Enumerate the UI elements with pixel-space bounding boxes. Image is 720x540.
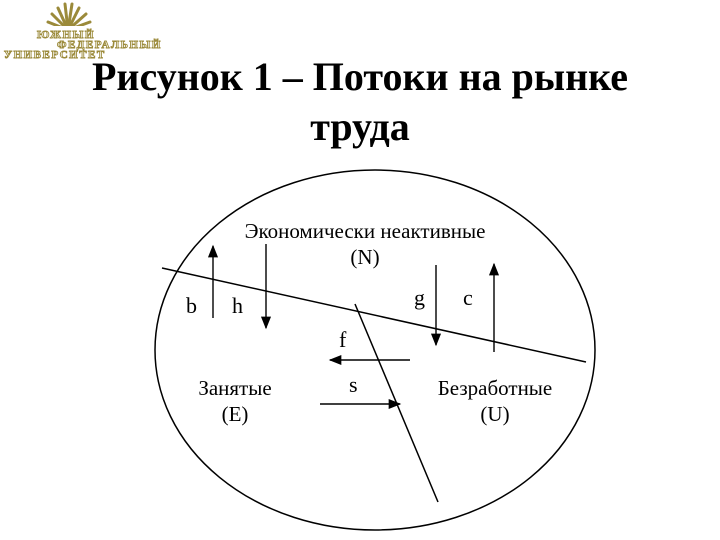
label-employed-line1: Занятые bbox=[198, 376, 272, 400]
label-inactive-line1: Экономически неактивные bbox=[244, 219, 486, 243]
label-employed: Занятые (E) bbox=[165, 375, 305, 427]
university-logo: ЮЖНЫЙ ФЕДЕРАЛЬНЫЙ УНИВЕРСИТЕТ bbox=[0, 0, 185, 62]
label-unemployed: Безработные (U) bbox=[410, 375, 580, 427]
flow-label-s: s bbox=[349, 372, 358, 397]
title-line2: труда bbox=[310, 104, 410, 149]
label-unemployed-line2: (U) bbox=[480, 402, 510, 426]
sunburst-emblem-icon bbox=[46, 2, 92, 32]
label-inactive-line2: (N) bbox=[350, 245, 380, 269]
label-unemployed-line1: Безработные bbox=[437, 376, 553, 400]
label-inactive: Экономически неактивные (N) bbox=[200, 218, 530, 270]
label-employed-line2: (E) bbox=[221, 402, 249, 426]
logo-text-line1: ЮЖНЫЙ bbox=[37, 29, 95, 41]
flow-label-g: g bbox=[414, 285, 425, 310]
logo-text-line3: УНИВЕРСИТЕТ bbox=[4, 49, 106, 61]
flow-label-f: f bbox=[339, 327, 347, 352]
flow-label-b: b bbox=[186, 293, 197, 318]
title-line1: Рисунок 1 – Потоки на рынке bbox=[92, 54, 628, 99]
slide-title: Рисунок 1 – Потоки на рынке труда bbox=[0, 52, 720, 152]
flow-label-c: c bbox=[463, 285, 473, 310]
population-ellipse bbox=[154, 169, 596, 531]
divider-inactive-active bbox=[161, 267, 587, 363]
logo-text-line2: ФЕДЕРАЛЬНЫЙ bbox=[57, 39, 162, 51]
flow-label-h: h bbox=[232, 293, 243, 318]
